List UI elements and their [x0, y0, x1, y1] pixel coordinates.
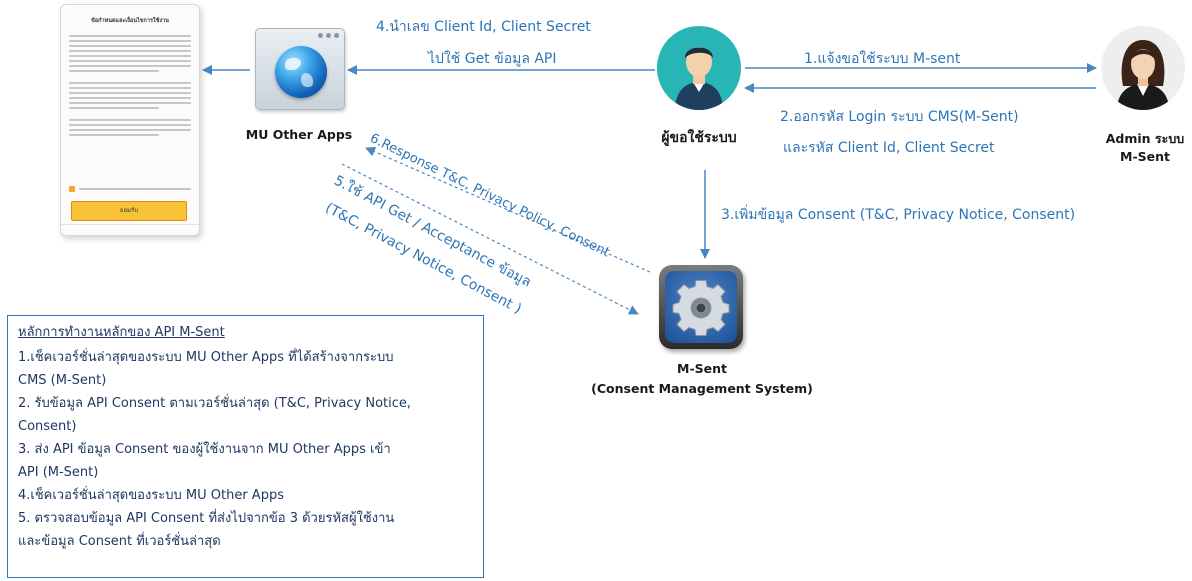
- principles-item: Consent): [18, 419, 77, 434]
- admin-label-line1: Admin ระบบ: [1105, 131, 1185, 146]
- step1-label: 1.แจ้งขอใช้ระบบ M-sent: [804, 51, 961, 67]
- step4-label-line2: ไปใช้ Get ข้อมูล API: [428, 51, 557, 67]
- principles-title: หลักการทำงานหลักของ API M-Sent: [18, 325, 225, 340]
- user-icon: [657, 26, 741, 110]
- user-label: ผู้ขอใช้ระบบ: [661, 130, 737, 146]
- principles-item: API (M-Sent): [18, 465, 99, 480]
- step2-label-line1: 2.ออกรหัส Login ระบบ CMS(M-Sent): [780, 109, 1019, 125]
- step3-label: 3.เพิ่มข้อมูล Consent (T&C, Privacy Noti…: [721, 207, 1076, 223]
- principles-item: 5. ตรวจสอบข้อมูล API Consent ที่ส่งไปจาก…: [18, 511, 395, 526]
- arrow-step6: [365, 147, 651, 273]
- principles-item: CMS (M-Sent): [18, 373, 107, 388]
- gear-icon: [659, 265, 743, 349]
- mu-apps-label: MU Other Apps: [245, 127, 353, 142]
- phone-icon: ข้อกำหนดและเงื่อนไขการใช้งาน ยอมรับ: [60, 4, 200, 236]
- msent-label-line1: M-Sent: [677, 361, 727, 376]
- admin-label-line2: M-Sent: [1120, 149, 1170, 164]
- principles-box: หลักการทำงานหลักของ API M-Sent 1.เช็คเวอ…: [7, 315, 484, 578]
- phone-accept-button[interactable]: ยอมรับ: [71, 201, 187, 221]
- globe-icon: [275, 46, 327, 98]
- principles-item: และข้อมูล Consent ที่เวอร์ชั่นล่าสุด: [18, 534, 221, 549]
- msent-label-line2: (Consent Management System): [591, 381, 813, 396]
- principles-item: 1.เช็คเวอร์ชั่นล่าสุดของระบบ MU Other Ap…: [18, 350, 394, 365]
- phone-title: ข้อกำหนดและเงื่อนไขการใช้งาน: [91, 18, 169, 24]
- step4-label-line1: 4.นำเลข Client Id, Client Secret: [376, 19, 591, 35]
- arrow-step5: [341, 163, 639, 315]
- step2-label-line2: และรหัส Client Id, Client Secret: [783, 140, 995, 156]
- phone-consent-checkbox[interactable]: [69, 185, 191, 195]
- principles-item: 3. ส่ง API ข้อมูล Consent ของผู้ใช้งานจา…: [18, 442, 391, 457]
- principles-item: 4.เช็คเวอร์ชั่นล่าสุดของระบบ MU Other Ap…: [18, 488, 284, 503]
- admin-icon: [1101, 26, 1185, 110]
- mu-other-apps-window: [255, 28, 345, 110]
- principles-item: 2. รับข้อมูล API Consent ตามเวอร์ชั่นล่า…: [18, 396, 412, 411]
